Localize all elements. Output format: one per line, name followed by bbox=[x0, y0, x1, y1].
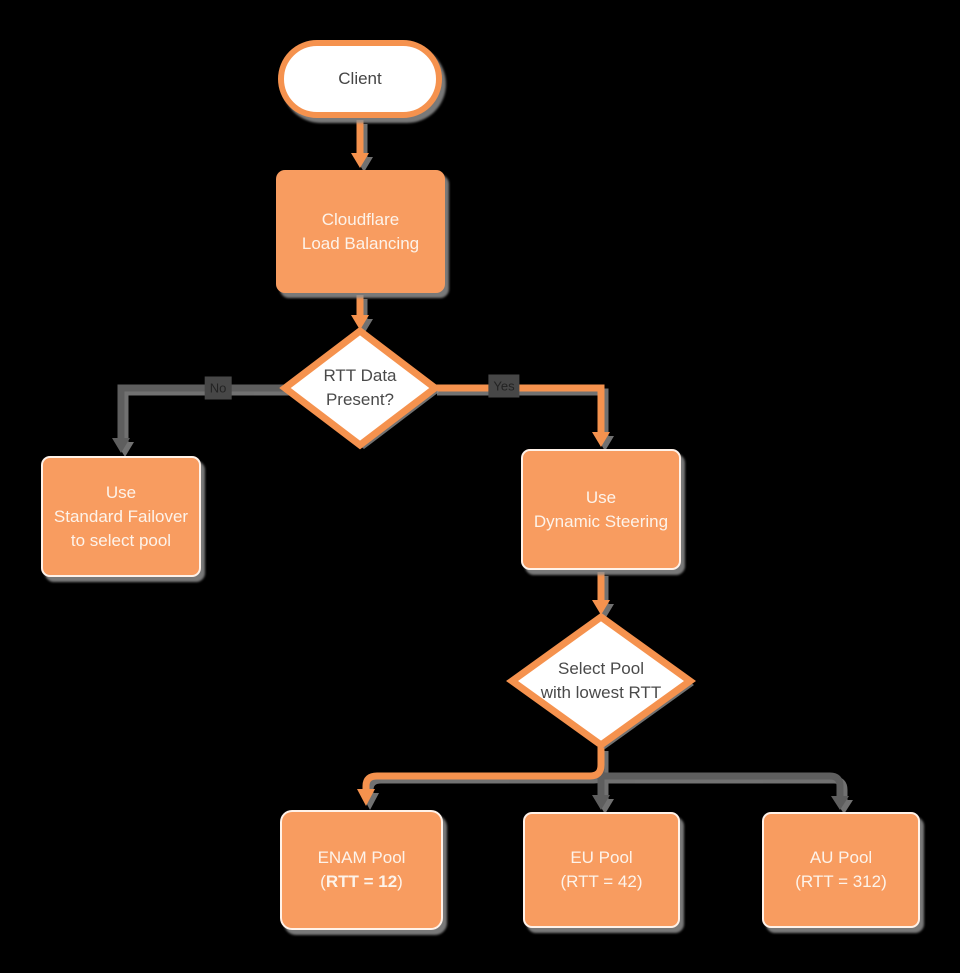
edge-no-arrowhead bbox=[112, 438, 130, 453]
eu-pool-line1: EU Pool bbox=[570, 848, 633, 867]
edge-no-line bbox=[117, 384, 287, 440]
node-rtt-decision-label: RTT Data Present? bbox=[290, 356, 430, 420]
dynamic-steering-line2: Dynamic Steering bbox=[533, 511, 669, 531]
node-cloudflare-load-balancing: Cloudflare Load Balancing bbox=[276, 170, 445, 293]
edge-label-yes: Yes bbox=[488, 374, 520, 398]
edge-client-arrowhead bbox=[351, 153, 369, 168]
select-pool-diamond bbox=[506, 612, 696, 750]
edge-lb-arrowhead bbox=[351, 315, 369, 330]
select-pool-line2: with lowest RTT bbox=[540, 683, 662, 702]
standard-failover-line3: to select pool bbox=[70, 530, 172, 550]
diamonds bbox=[279, 326, 696, 750]
edge-enam-arrowhead bbox=[357, 789, 375, 806]
edge-eu-arrowhead bbox=[592, 795, 610, 810]
rtt-decision-line2: Present? bbox=[325, 390, 395, 409]
node-client: Client bbox=[278, 40, 442, 118]
select-pool-line1: Select Pool bbox=[558, 659, 644, 678]
gray-connectors bbox=[112, 384, 849, 810]
eu-pool-line2: (RTT = 42) bbox=[560, 872, 643, 891]
standard-failover-line1: Use bbox=[105, 482, 137, 502]
standard-failover-line2: Standard Failover bbox=[53, 506, 189, 526]
node-enam-pool: ENAM Pool (RTT = 12) bbox=[280, 810, 443, 930]
node-dynamic-steering: Use Dynamic Steering bbox=[521, 449, 681, 570]
node-select-pool-label: Select Pool with lowest RTT bbox=[514, 650, 688, 712]
enam-pool-rtt-value: RTT = 12 bbox=[325, 872, 398, 891]
node-eu-pool: EU Pool (RTT = 42) bbox=[523, 812, 680, 928]
dynamic-steering-line1: Use bbox=[585, 487, 617, 507]
enam-pool-line1: ENAM Pool bbox=[317, 848, 406, 867]
au-pool-line2: (RTT = 312) bbox=[795, 872, 887, 891]
rtt-decision-line1: RTT Data bbox=[323, 366, 397, 385]
node-au-pool: AU Pool (RTT = 312) bbox=[762, 812, 920, 928]
node-client-label: Client bbox=[338, 69, 382, 88]
enam-pool-line2: (RTT = 12) bbox=[320, 872, 403, 891]
node-cloudflare-line1: Cloudflare bbox=[321, 209, 400, 229]
au-pool-line1: AU Pool bbox=[809, 848, 873, 867]
edge-yes-arrowhead bbox=[592, 432, 610, 447]
edge-au-arrowhead bbox=[831, 796, 849, 810]
connector-shadows bbox=[116, 124, 853, 814]
node-standard-failover: Use Standard Failover to select pool bbox=[41, 456, 201, 577]
edge-label-no: No bbox=[204, 376, 232, 400]
edge-steering-arrowhead bbox=[592, 600, 610, 615]
node-cloudflare-line2: Load Balancing bbox=[301, 233, 420, 253]
edge-au-line bbox=[601, 772, 844, 798]
rtt-decision-diamond bbox=[279, 326, 441, 450]
edge-enam-line bbox=[362, 747, 605, 791]
